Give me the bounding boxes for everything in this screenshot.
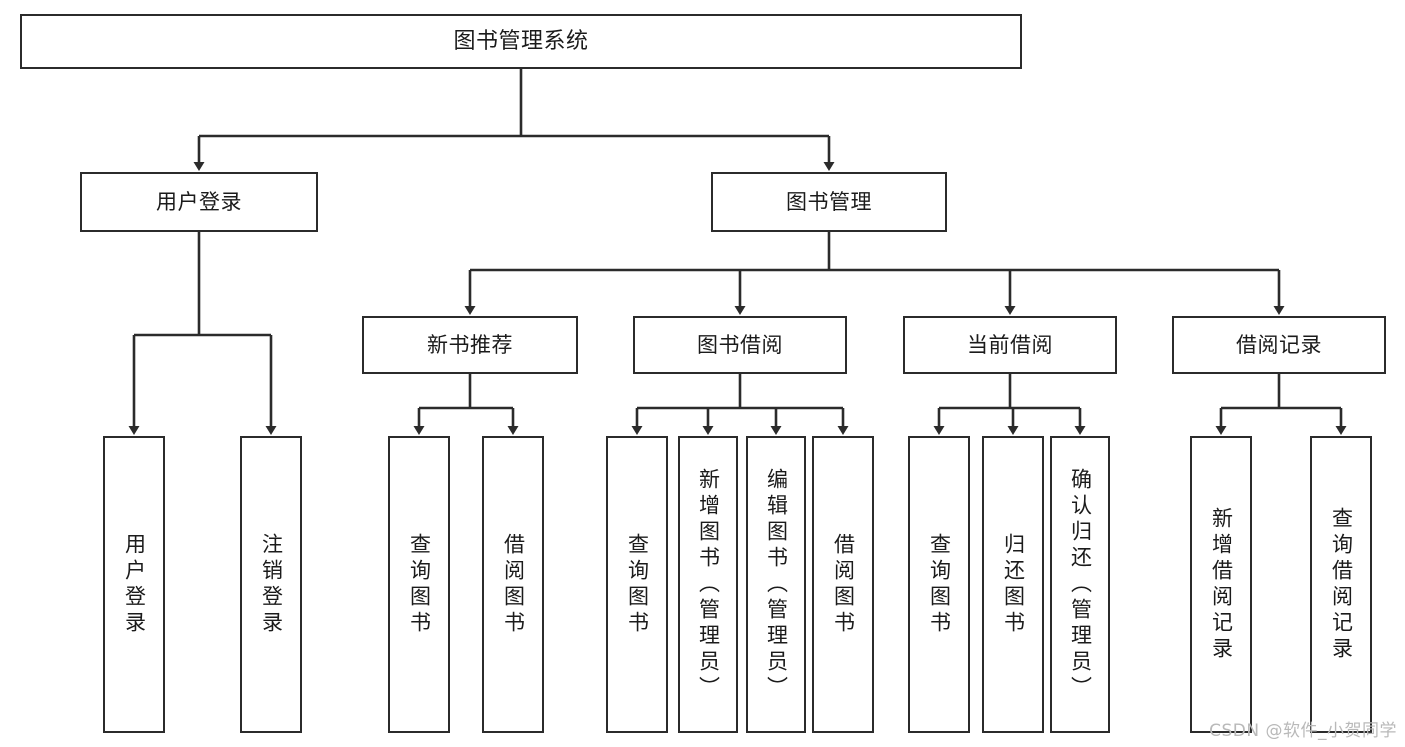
node-label: 归还图书	[1001, 532, 1026, 637]
node-user-login[interactable]: 用户登录	[80, 172, 318, 232]
node-label: 当前借阅	[967, 332, 1053, 357]
node-book-manage[interactable]: 图书管理	[711, 172, 947, 232]
node-label: 新书推荐	[427, 332, 513, 357]
node-label: 借阅图书	[501, 532, 526, 637]
node-label: 图书管理	[786, 189, 872, 214]
node-label: 新增图书（管理员）	[696, 467, 721, 702]
node-new-book-rec[interactable]: 新书推荐	[362, 316, 578, 374]
node-label: 图书管理系统	[453, 28, 589, 54]
node-leaf-edit-book[interactable]: 编辑图书（管理员）	[746, 436, 806, 733]
node-book-borrow[interactable]: 图书借阅	[633, 316, 847, 374]
node-label: 借阅图书	[831, 532, 856, 637]
node-current-borrow[interactable]: 当前借阅	[903, 316, 1117, 374]
watermark-text: CSDN @软件_小贺同学	[1209, 721, 1397, 741]
node-label: 借阅记录	[1236, 332, 1322, 357]
node-leaf-query-3[interactable]: 查询图书	[908, 436, 970, 733]
node-leaf-return[interactable]: 归还图书	[982, 436, 1044, 733]
node-label: 查询图书	[625, 532, 650, 637]
node-leaf-query-rec[interactable]: 查询借阅记录	[1310, 436, 1372, 733]
node-label: 新增借阅记录	[1209, 506, 1234, 663]
node-leaf-logout[interactable]: 注销登录	[240, 436, 302, 733]
node-borrow-record[interactable]: 借阅记录	[1172, 316, 1386, 374]
node-leaf-login[interactable]: 用户登录	[103, 436, 165, 733]
node-label: 图书借阅	[697, 332, 783, 357]
node-leaf-borrow-2[interactable]: 借阅图书	[812, 436, 874, 733]
node-leaf-query-2[interactable]: 查询图书	[606, 436, 668, 733]
node-label: 查询借阅记录	[1329, 506, 1354, 663]
node-leaf-query-1[interactable]: 查询图书	[388, 436, 450, 733]
node-leaf-confirm[interactable]: 确认归还（管理员）	[1050, 436, 1110, 733]
node-leaf-add-rec[interactable]: 新增借阅记录	[1190, 436, 1252, 733]
node-label: 用户登录	[156, 189, 242, 214]
node-label: 确认归还（管理员）	[1068, 467, 1093, 702]
node-leaf-add-book[interactable]: 新增图书（管理员）	[678, 436, 738, 733]
node-root[interactable]: 图书管理系统	[20, 14, 1022, 69]
node-label: 用户登录	[122, 532, 147, 637]
node-label: 注销登录	[259, 532, 284, 637]
node-leaf-borrow-1[interactable]: 借阅图书	[482, 436, 544, 733]
node-label: 编辑图书（管理员）	[764, 467, 789, 702]
node-label: 查询图书	[407, 532, 432, 637]
node-label: 查询图书	[927, 532, 952, 637]
